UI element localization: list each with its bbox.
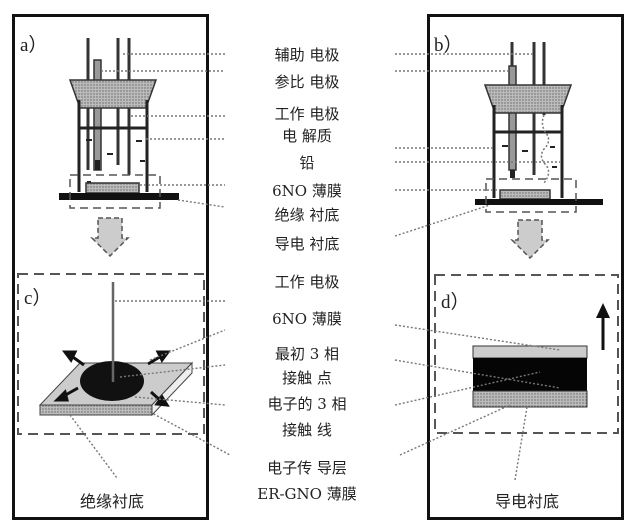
callout-gno-film: 6NO 薄膜: [272, 182, 342, 200]
er-gno-film-d: [473, 358, 587, 391]
callout-reference-electrode: 参比 电极: [274, 73, 340, 91]
callout-working-electrode-2: 工作 电极: [274, 273, 340, 291]
callout-electron-conducting-layer: 电子传 导层: [267, 459, 347, 477]
detail-c: [17, 273, 205, 435]
callout-electrolyte: 电 解质: [282, 127, 332, 145]
caption-insulating-substrate: 绝缘衬底: [79, 492, 144, 511]
callout-electron-3-phase: 电子的 3 相: [267, 395, 347, 413]
panel-label-a: a）: [20, 35, 48, 56]
panel-label-c: c）: [24, 288, 52, 309]
callout-conductive-substrate: 导电 衬底: [274, 235, 340, 253]
leader-lines: [69, 53, 561, 481]
cell-b: [475, 42, 603, 260]
callout-contact-point: 接触 点: [282, 369, 332, 387]
reference-electrode-a: [93, 59, 102, 171]
panel-label-b: b）: [434, 35, 463, 56]
detail-d: [434, 274, 619, 434]
down-arrow-a: [90, 217, 130, 258]
callout-counter-electrode: 辅助 电极: [274, 46, 340, 64]
callout-insulating-substrate: 绝缘 衬底: [274, 206, 340, 224]
conductive-substrate-d: [472, 390, 588, 408]
callout-lead: 铅: [299, 154, 315, 172]
insulating-substrate-a: [59, 193, 179, 200]
callout-working-electrode: 工作 电极: [274, 105, 340, 123]
panel-label-d: d）: [441, 292, 470, 313]
callout-gno-film-2: 6NO 薄膜: [272, 310, 342, 328]
cell-lid-a: [68, 79, 158, 109]
conductive-substrate-b: [475, 199, 603, 205]
callout-initial-3-phase: 最初 3 相: [274, 345, 340, 363]
down-arrow-b: [510, 219, 550, 260]
caption-conductive-substrate: 导电衬底: [494, 492, 559, 511]
callout-contact-line: 接触 线: [282, 421, 332, 439]
callout-er-gno-film: ER-GNO 薄膜: [257, 485, 357, 503]
gno-film-a: [85, 182, 140, 194]
